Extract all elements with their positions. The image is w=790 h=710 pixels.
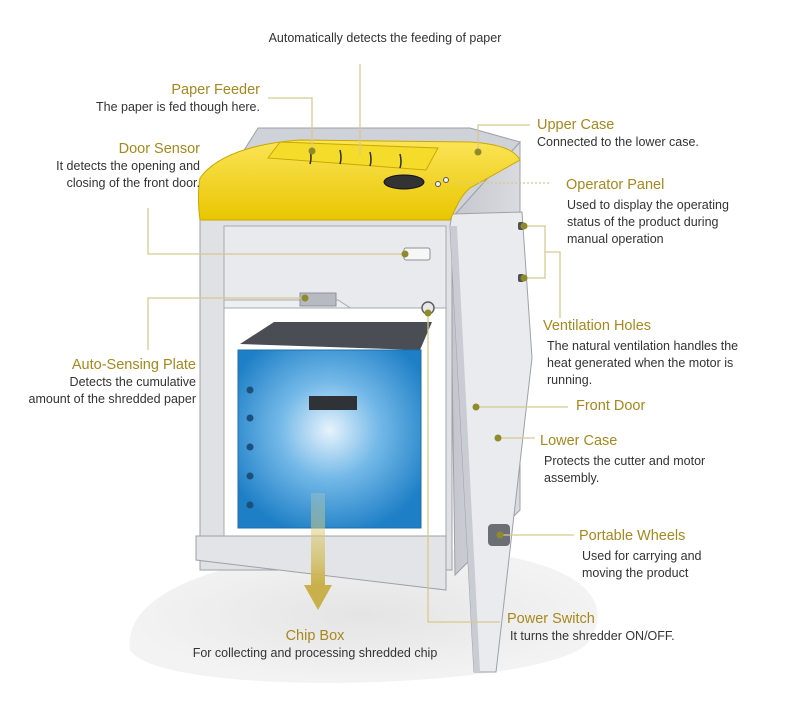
door-sensor-title: Door Sensor xyxy=(118,141,200,157)
operator-panel-desc-1: Used to display the operating xyxy=(567,198,729,212)
leader-lines xyxy=(147,64,574,623)
sensor-window xyxy=(299,292,337,307)
leader-door-sensor xyxy=(147,208,405,255)
operator-panel-desc: Used to display the operating status of … xyxy=(567,197,729,248)
callout-operator-panel: Operator Panel xyxy=(566,177,664,194)
auto-sensing-plate-title: Auto-Sensing Plate xyxy=(71,357,196,373)
callout-front-door: Front Door xyxy=(576,398,645,415)
portable-wheels-title: Portable Wheels xyxy=(579,528,686,544)
callout-ventilation-holes: Ventilation Holes xyxy=(543,318,651,335)
chip-arrow-head xyxy=(304,585,332,610)
power-switch-desc-1: It turns the shredder ON/OFF. xyxy=(510,629,675,643)
portable-wheels-desc-1: Used for carrying and xyxy=(582,549,702,563)
ventilation-holes-desc-2: heat generated when the motor is xyxy=(547,356,734,370)
door-sensor-desc-2: closing of the front door. xyxy=(66,176,200,190)
callout-auto-sensing-plate: Auto-Sensing Plate Detects the cumulativ… xyxy=(0,357,196,408)
portable-wheels-desc: Used for carrying and moving the product xyxy=(582,548,702,582)
front-door-edge xyxy=(450,226,480,672)
leader-vent-1 xyxy=(524,225,546,279)
leader-auto-sensing xyxy=(147,297,305,350)
upper-case-desc-1: Connected to the lower case. xyxy=(537,135,699,149)
operator-panel-part xyxy=(383,174,425,190)
ventilation-holes-title: Ventilation Holes xyxy=(543,318,652,334)
chip-box-title: Chip Box xyxy=(285,628,345,644)
leader-dots xyxy=(301,147,528,539)
top-note: Automatically detects the feeding of pap… xyxy=(268,31,502,45)
callout-portable-wheels: Portable Wheels xyxy=(579,528,685,545)
leader-upper-case xyxy=(477,124,530,150)
front-door-title: Front Door xyxy=(576,398,646,414)
lower-case-desc-2: assembly. xyxy=(544,471,600,485)
auto-sensing-plate-desc-2: amount of the shredded paper xyxy=(28,392,196,406)
leader-vent-2 xyxy=(545,251,561,318)
operator-panel-desc-2: status of the product during xyxy=(567,215,719,229)
operator-panel-title: Operator Panel xyxy=(566,177,665,193)
power-switch-title: Power Switch xyxy=(507,611,595,627)
upper-case-title: Upper Case xyxy=(537,117,615,133)
chip-box-body xyxy=(237,349,422,529)
leader-power-switch xyxy=(427,313,500,623)
callout-door-sensor: Door Sensor It detects the opening and c… xyxy=(0,141,200,192)
callout-upper-case: Upper Case Connected to the lower case. xyxy=(537,117,699,151)
lower-case-title: Lower Case xyxy=(540,433,618,449)
callout-lower-case: Lower Case xyxy=(540,433,617,450)
chip-box-desc-1: For collecting and processing shredded c… xyxy=(192,646,438,660)
door-sensor-desc-1: It detects the opening and xyxy=(56,159,200,173)
chip-box-handle xyxy=(309,396,357,410)
chip-arrow-shaft xyxy=(311,493,325,585)
callout-chip-box: Chip Box For collecting and processing s… xyxy=(170,628,460,662)
paper-feeder-title: Paper Feeder xyxy=(171,82,260,98)
portable-wheels-desc-2: moving the product xyxy=(582,566,689,580)
ventilation-holes-desc: The natural ventilation handles the heat… xyxy=(547,338,738,389)
lower-case-desc: Protects the cutter and motor assembly. xyxy=(544,453,705,487)
chip-box-rivets xyxy=(246,386,254,509)
paper-feeder-desc-1: The paper is fed though here. xyxy=(95,100,260,114)
operator-panel-desc-3: manual operation xyxy=(567,232,664,246)
paper-feeder-top xyxy=(198,139,521,221)
callout-paper-feeder: Paper Feeder The paper is fed though her… xyxy=(40,82,260,116)
auto-sensing-plate-desc-1: Detects the cumulative xyxy=(69,375,196,389)
ventilation-holes-desc-3: running. xyxy=(547,373,593,387)
callout-power-switch: Power Switch It turns the shredder ON/OF… xyxy=(507,611,675,645)
chip-box-lid xyxy=(240,322,432,350)
leader-paper-feeder xyxy=(268,97,313,150)
lower-case-desc-1: Protects the cutter and motor xyxy=(544,454,706,468)
ventilation-holes-desc-1: The natural ventilation handles the xyxy=(547,339,739,353)
